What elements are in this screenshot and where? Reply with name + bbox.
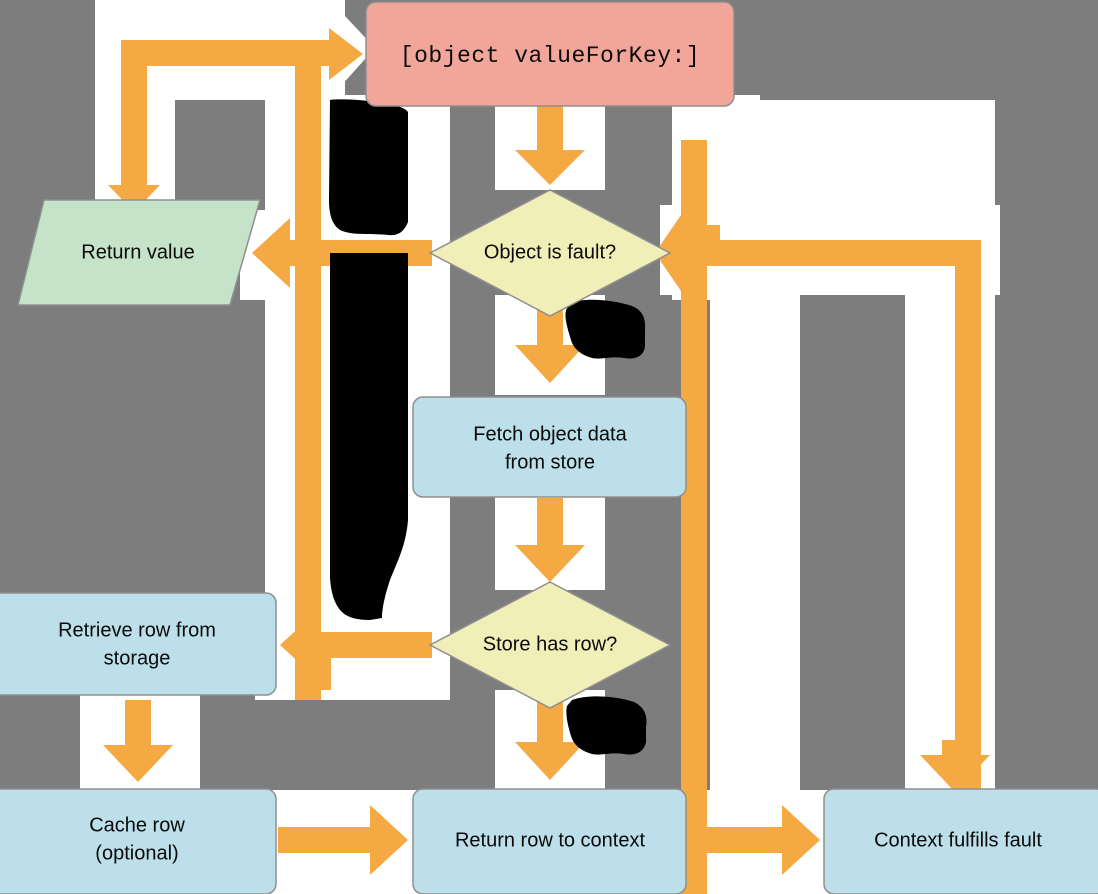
node-store-has-row[interactable]: Store has row? bbox=[428, 581, 672, 709]
connector-right-vertical-b bbox=[955, 240, 981, 894]
node-retrieve-row-label-line1: Retrieve row from bbox=[58, 619, 216, 641]
connector-fault-no-to-fetch bbox=[515, 288, 585, 383]
redaction-top-left bbox=[329, 99, 408, 236]
node-cache-row-label-line2: (optional) bbox=[95, 842, 178, 864]
node-return-row-to-context-label: Return row to context bbox=[455, 829, 646, 851]
node-store-has-row-label: Store has row? bbox=[483, 633, 618, 655]
connector-right-horizontal bbox=[707, 240, 960, 266]
connector-fetch-to-store-has-row bbox=[515, 498, 585, 582]
node-fetch-object-data-label-line1: Fetch object data bbox=[473, 423, 627, 445]
node-object-is-fault-label: Object is fault? bbox=[484, 241, 616, 263]
node-context-fulfills-fault-shape bbox=[823, 788, 1098, 894]
connector-layer bbox=[103, 28, 990, 894]
node-fetch-object-data-label-line2: from store bbox=[505, 451, 595, 473]
node-object-is-fault-shape bbox=[428, 189, 672, 317]
node-store-has-row-shape bbox=[428, 581, 672, 709]
redaction-row-no bbox=[566, 696, 647, 755]
arrowhead-right-loop-left bbox=[655, 215, 707, 291]
node-cache-row-label-line1: Cache row bbox=[89, 814, 185, 836]
redaction-mid-left bbox=[330, 253, 408, 620]
node-return-value-label: Return value bbox=[81, 241, 194, 263]
node-return-value-shape bbox=[17, 199, 261, 306]
node-retrieve-row-shape bbox=[0, 592, 277, 696]
node-return-row-to-context[interactable]: Return row to context bbox=[412, 788, 687, 894]
connector-store-no-to-return-row bbox=[515, 690, 585, 780]
node-return-value[interactable]: Return value bbox=[17, 199, 261, 306]
redaction-layer bbox=[329, 99, 647, 755]
redaction-fault-no bbox=[565, 299, 646, 359]
connector-left-trunk bbox=[295, 66, 321, 645]
node-entry[interactable]: [object valueForKey:] bbox=[365, 1, 735, 107]
node-cache-row[interactable]: Cache row (optional) bbox=[0, 788, 277, 894]
node-entry-shape bbox=[365, 1, 735, 107]
node-retrieve-row[interactable]: Retrieve row from storage bbox=[0, 592, 277, 696]
arrowhead-into-return-value bbox=[108, 160, 160, 212]
node-entry-label: [object valueForKey:] bbox=[400, 43, 700, 69]
node-return-row-to-context-shape bbox=[412, 788, 687, 894]
connector-retrieve-to-cache bbox=[103, 700, 173, 782]
connector-cache-to-return-row bbox=[278, 805, 408, 875]
connector-return-row-to-context-fulfills bbox=[688, 805, 820, 875]
node-fetch-object-data-shape bbox=[412, 396, 687, 498]
node-context-fulfills-fault[interactable]: Context fulfills fault bbox=[823, 788, 1098, 894]
node-context-fulfills-fault-label: Context fulfills fault bbox=[874, 829, 1042, 851]
arrowhead-into-context-fulfills-fault bbox=[920, 740, 990, 792]
node-retrieve-row-label-line2: storage bbox=[104, 647, 171, 669]
node-object-is-fault[interactable]: Object is fault? bbox=[428, 189, 672, 317]
node-cache-row-shape bbox=[0, 788, 277, 894]
connector-right-vertical-a bbox=[681, 140, 707, 894]
node-fetch-object-data[interactable]: Fetch object data from store bbox=[412, 396, 687, 498]
connector-entry-to-fault bbox=[515, 105, 585, 185]
connector-left-trunk-tail bbox=[295, 645, 321, 700]
